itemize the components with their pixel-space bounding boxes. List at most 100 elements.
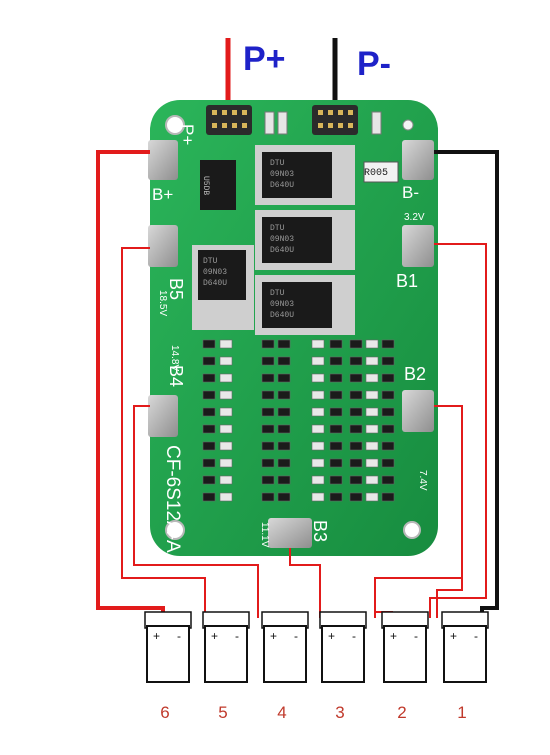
terminal-label-p-minus: P- <box>357 45 391 83</box>
mosfet-marking: 09N03 <box>270 235 294 244</box>
cell-number: 5 <box>218 703 227 722</box>
smd-component <box>329 441 343 451</box>
smd-component <box>365 390 379 400</box>
smd-component <box>381 492 395 502</box>
voltage-label-14: 14.8V <box>169 345 180 371</box>
smd-component <box>365 424 379 434</box>
wire-b4 <box>133 405 259 618</box>
battery-cell <box>204 625 248 683</box>
smd-component <box>349 475 363 485</box>
smd-component <box>349 492 363 502</box>
mounting-hole <box>165 115 185 135</box>
smd-component <box>202 407 216 417</box>
smd-component <box>349 441 363 451</box>
cell-row: +-6+-5+-4+-3+-2+-1 <box>144 611 489 722</box>
battery-cell <box>321 625 365 683</box>
smd-component <box>311 390 325 400</box>
smd-component <box>202 373 216 383</box>
terminal-label-p-plus: P+ <box>243 40 286 78</box>
smd-component <box>349 407 363 417</box>
wire-b-minus-to-cell-1 <box>434 150 499 618</box>
smd-component <box>202 475 216 485</box>
mosfet-top <box>255 145 355 205</box>
smd-component <box>202 441 216 451</box>
smd-component <box>365 475 379 485</box>
smd-component <box>219 356 233 366</box>
cell-plus: + <box>450 629 457 643</box>
smd-component <box>381 458 395 468</box>
pad-b1 <box>402 225 434 267</box>
cell-plus: + <box>270 629 277 643</box>
smd-component <box>381 356 395 366</box>
mosfet-marking: DTU <box>270 159 285 168</box>
mosfet-marking: 09N03 <box>203 268 227 277</box>
mosfet-marking: DTU <box>270 224 285 233</box>
mosfet-marking: D640U <box>270 246 294 255</box>
smd-component <box>349 458 363 468</box>
small-ic <box>200 160 236 210</box>
pad-label-b-minus: B- <box>402 183 419 202</box>
smd-component <box>349 339 363 349</box>
cell-plus: + <box>390 629 397 643</box>
smd-component <box>311 475 325 485</box>
smd-component <box>277 373 291 383</box>
pad-b3 <box>268 518 312 548</box>
smd-component <box>329 390 343 400</box>
smd-component <box>381 441 395 451</box>
battery-cell <box>383 625 427 683</box>
cell-minus: - <box>352 629 356 643</box>
cell-minus: - <box>414 629 418 643</box>
pad-label-b3: B3 <box>310 520 330 542</box>
smd-component <box>365 339 379 349</box>
smd-component <box>202 390 216 400</box>
smd-component <box>349 424 363 434</box>
cell-plus: + <box>328 629 335 643</box>
smd-component <box>261 475 275 485</box>
mosfet-middle <box>255 210 355 270</box>
mosfet-marking: 09N03 <box>270 170 294 179</box>
pad-b-plus <box>148 140 178 180</box>
smd-component <box>277 339 291 349</box>
smd-component <box>329 458 343 468</box>
smd-component <box>311 492 325 502</box>
wire-b2-b <box>434 405 463 618</box>
mosfet-marking: D640U <box>270 311 294 320</box>
top-capacitor <box>371 111 382 135</box>
cell-minus: - <box>235 629 239 643</box>
smd-component <box>329 373 343 383</box>
smd-component <box>381 407 395 417</box>
smd-component <box>219 390 233 400</box>
smd-component <box>349 390 363 400</box>
wire-b3 <box>289 548 321 618</box>
smd-component <box>381 339 395 349</box>
smd-component <box>277 475 291 485</box>
top-capacitor <box>277 111 288 135</box>
smd-component <box>219 424 233 434</box>
ic-marking: U5DB <box>201 176 210 195</box>
smd-component <box>261 407 275 417</box>
pad-label-b-plus: B+ <box>152 185 173 204</box>
smd-component <box>261 373 275 383</box>
shunt-resistor <box>363 161 399 183</box>
cell-plus: + <box>211 629 218 643</box>
battery-cell <box>263 625 307 683</box>
smd-component <box>381 373 395 383</box>
smd-component <box>329 475 343 485</box>
voltage-label-3: 3.2V <box>404 212 425 223</box>
pad-label-b1: B1 <box>396 271 418 291</box>
smd-component <box>277 424 291 434</box>
mosfet-marking: D640U <box>203 279 227 288</box>
smd-component <box>381 475 395 485</box>
smd-component <box>311 339 325 349</box>
smd-component <box>329 492 343 502</box>
pad-b-minus <box>402 140 434 180</box>
board-model: CF-6S12A-A <box>162 445 183 553</box>
smd-component <box>261 356 275 366</box>
balancing-components <box>202 339 395 502</box>
battery-cell <box>443 625 487 683</box>
smd-component <box>329 339 343 349</box>
cell-number: 2 <box>397 703 406 722</box>
smd-component <box>311 407 325 417</box>
